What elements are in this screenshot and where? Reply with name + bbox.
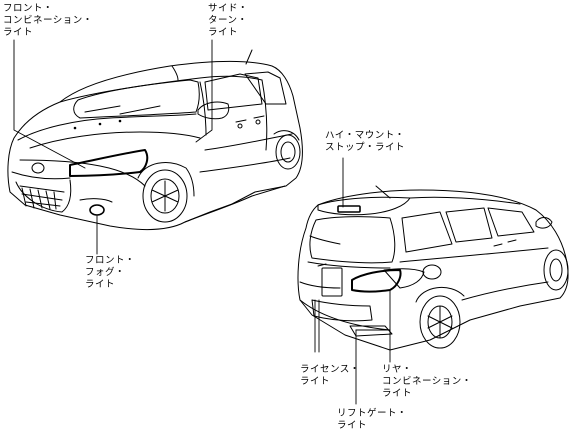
label-line: リヤ・	[382, 364, 413, 375]
label-front-combination-light: フロント・ コンビネーション・ ライト	[3, 3, 93, 39]
label-line: ライト	[337, 420, 368, 431]
label-front-fog-light: フロント・ フォグ・ ライト	[85, 255, 135, 291]
label-high-mount-stop-light: ハイ・マウント・ ストップ・ライト	[325, 130, 405, 154]
label-license-light: ライセンス・ ライト	[300, 364, 360, 388]
rear-car-drawing	[297, 185, 569, 351]
label-line: フロント・	[3, 3, 54, 14]
leader-front-combination	[13, 39, 86, 169]
label-line: コンビネーション・	[3, 15, 93, 26]
leader-side-turn	[195, 39, 213, 143]
front-car-drawing	[7, 49, 303, 230]
label-rear-combination-light: リヤ・ コンビネーション・ ライト	[382, 364, 472, 400]
label-line: ライト	[85, 279, 116, 290]
label-line: ライト	[208, 27, 239, 38]
label-liftgate-light: リフトゲート・ ライト	[337, 408, 407, 432]
label-line: ライト	[3, 27, 34, 38]
leader-lines	[13, 39, 391, 405]
label-line: ライト	[382, 388, 413, 399]
label-side-turn-light: サイド・ ターン・ ライト	[208, 3, 248, 39]
label-line: ライセンス・	[300, 364, 360, 375]
label-line: リフトゲート・	[337, 408, 408, 419]
label-line: フロント・	[85, 255, 136, 266]
label-line: サイド・	[208, 3, 249, 14]
label-line: ストップ・ライト	[325, 142, 406, 153]
label-line: コンビネーション・	[382, 376, 472, 387]
label-line: ライト	[300, 376, 331, 387]
label-line: フォグ・	[85, 267, 126, 278]
label-line: ハイ・マウント・	[325, 130, 405, 141]
label-line: ターン・	[208, 15, 248, 26]
